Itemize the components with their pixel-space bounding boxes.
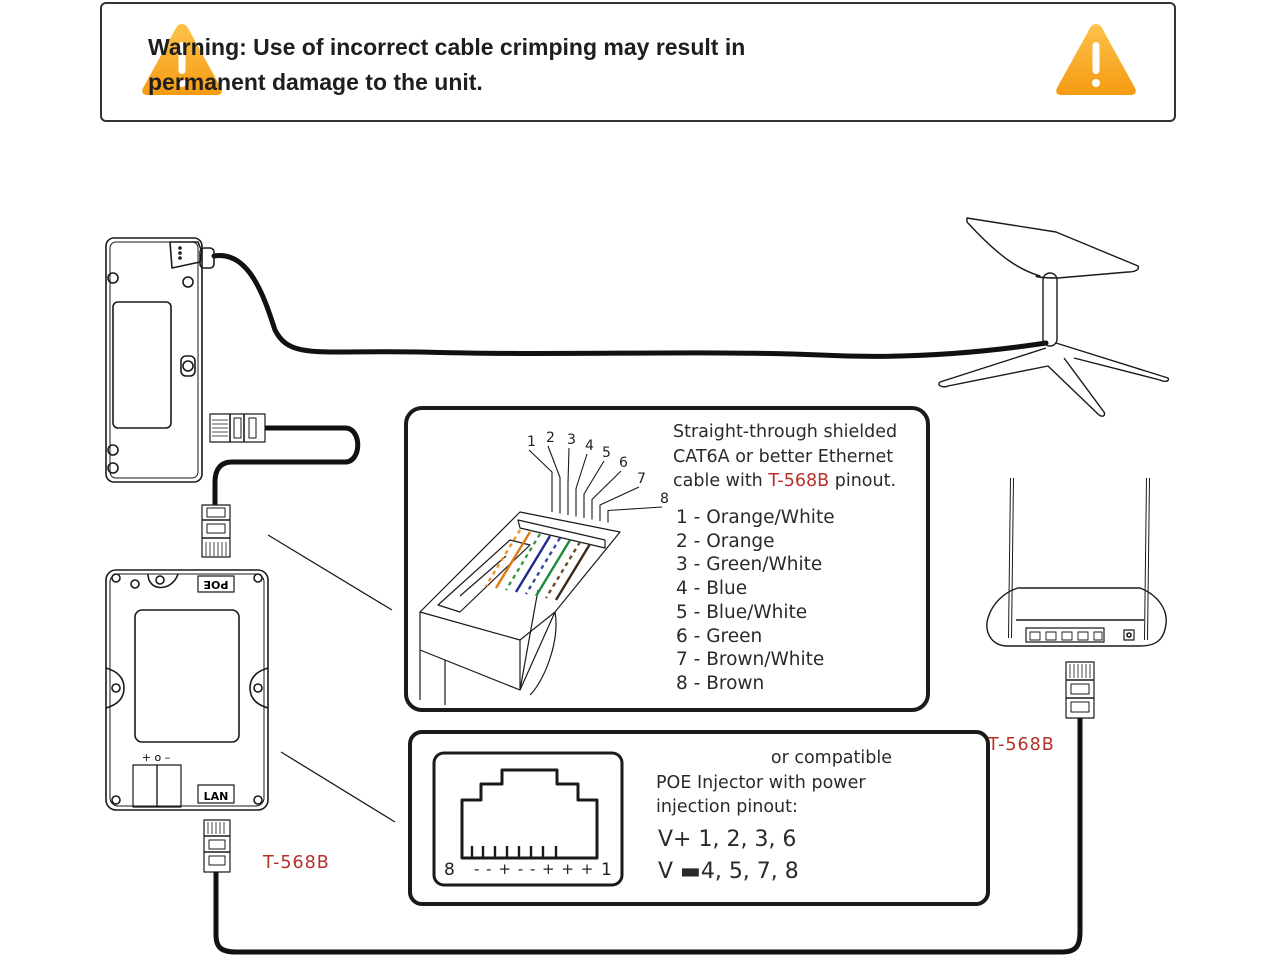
pin-item: 6 - Green — [676, 625, 763, 647]
long-ethernet-cable — [213, 718, 1083, 955]
connector-pin-number: 4 — [585, 438, 594, 454]
warning-line-1: Warning: Use of incorrect cable crimping… — [148, 34, 746, 60]
connector-wire — [494, 531, 532, 589]
connector-pin-number: 1 — [527, 434, 536, 450]
rj45-plug-to-poe — [201, 504, 231, 558]
cable-pinout-panel — [404, 406, 930, 712]
pin-leader-line — [591, 470, 622, 520]
pin-leader-line — [528, 449, 553, 512]
poe-device-label: POE — [204, 578, 229, 591]
starlink-router-device — [105, 237, 215, 483]
pin-leader-line — [547, 445, 561, 514]
vminus-pins: V ▬4, 5, 7, 8 — [658, 859, 799, 884]
pinout-standard: T-568B — [768, 471, 830, 491]
connector-pin-number: 7 — [637, 471, 646, 487]
cable-desc-prefix: cable with — [673, 471, 769, 491]
warning-message: Warning: Use of incorrect cable crimping… — [148, 30, 908, 100]
warning-icon — [1056, 24, 1136, 95]
pin-item: 1 - Orange/White — [676, 507, 835, 528]
cable-desc-line-1: Straight-through shielded — [673, 422, 898, 442]
pin-leader-line — [599, 486, 640, 521]
power-terminal-label: + o – — [142, 751, 170, 764]
connector-wire — [504, 533, 542, 591]
connector-wire — [484, 529, 522, 587]
lan-port-label: LAN — [204, 790, 229, 803]
t568b-label-left: T-568B — [263, 853, 330, 873]
cable-description: Straight-through shielded CAT6A or bette… — [673, 420, 923, 494]
poe-desc-line-2: POE Injector with power — [656, 772, 866, 793]
cable-desc-line-3: cable with T-568B pinout. — [673, 469, 923, 494]
pin-item: 8 - Brown — [676, 672, 765, 694]
connector-wire — [554, 543, 592, 601]
warning-banner — [100, 2, 1176, 122]
connector-pin-number: 6 — [619, 455, 628, 471]
connector-pin-number: 5 — [602, 445, 611, 461]
pin-leader-line — [575, 453, 588, 517]
pin-leader-line — [567, 447, 570, 515]
cable-desc-line-2: CAT6A or better Ethernet — [673, 446, 894, 467]
poe-power-pinout: V+ 1, 2, 3, 6 V ▬4, 5, 7, 8 — [658, 824, 799, 888]
short-ethernet-cable — [212, 425, 361, 505]
rj45-connector-illustration — [419, 511, 621, 705]
dish-cable — [211, 253, 1049, 359]
connector-wire — [514, 535, 552, 593]
warning-line-2: permanent damage to the unit. — [148, 69, 483, 95]
pin-item: 3 - Green/White — [676, 554, 823, 576]
poe-injector-device — [105, 569, 269, 811]
rj45-plug-router — [1065, 661, 1095, 719]
pin-color-list: 1 - Orange/White 2 - Orange 3 - Green/Wh… — [676, 506, 835, 696]
jack-polarity-label: - - + - - + + + — [474, 860, 595, 878]
warning-icon — [142, 24, 222, 95]
t568b-label-right: T-568B — [988, 735, 1055, 755]
poe-description: or compatible POE Injector with power in… — [656, 746, 896, 820]
connector-wire — [544, 541, 582, 599]
jack-pin-1-label: 1 — [601, 860, 612, 880]
pin-item: 2 - Orange — [676, 530, 775, 552]
pin-leader-line — [583, 460, 605, 518]
wifi-router — [986, 477, 1167, 647]
connector-pin-number: 3 — [567, 432, 576, 448]
pin-item: 7 - Brown/White — [676, 649, 825, 671]
vplus-pins: V+ 1, 2, 3, 6 — [658, 827, 797, 852]
connector-wire — [534, 539, 572, 597]
connector-wire — [524, 537, 562, 595]
jack-pin-8-label: 8 — [444, 860, 455, 880]
pin-item: 4 - Blue — [676, 578, 748, 600]
rj45-jack-icon — [432, 751, 624, 887]
rj45-plug-lan — [203, 819, 231, 873]
poe-desc-line-1: or compatible — [770, 748, 892, 768]
pin-item: 5 - Blue/White — [676, 601, 808, 623]
pin-leader-line — [607, 506, 663, 523]
connector-pin-number: 8 — [660, 491, 669, 507]
poe-injector-panel — [408, 730, 990, 906]
connector-wires — [484, 529, 592, 601]
poe-desc-line-3: injection pinout: — [656, 797, 798, 817]
connector-pin-number: 2 — [546, 430, 555, 446]
satellite-dish — [938, 217, 1170, 417]
cable-desc-suffix: pinout. — [829, 471, 897, 491]
rj45-plug-horizontal — [209, 413, 266, 443]
